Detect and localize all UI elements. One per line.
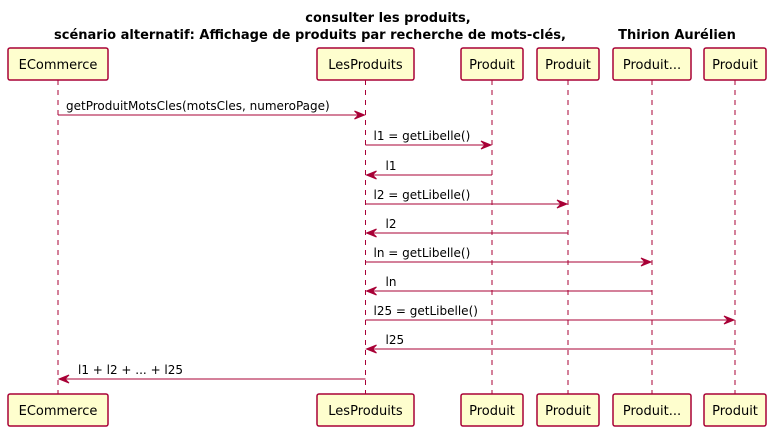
message-label: l2 [386,217,397,231]
diagram-title: consulter les produits, scénario alterna… [54,11,736,43]
title-author: Thirion Aurélien [618,28,736,43]
participant-produit1-top: Produit [460,47,524,81]
arrowhead [365,344,377,354]
message-label: ln = getLibelle() [374,246,471,260]
message-2: l1 = getLibelle() [365,129,493,150]
message-1: getProduitMotsCles(motsCles, numeroPage) [58,99,366,120]
arrowhead [723,315,736,325]
participant-box [7,393,109,427]
participant-box [460,393,524,427]
participant-label: ECommerce [19,58,98,73]
participant-box [7,47,109,81]
arrowhead [480,140,493,150]
message-label: l1 [386,159,397,173]
participant-label: Produit [712,58,758,73]
message-3: l1 [365,159,492,180]
participant-produit2-top: Produit [536,47,600,81]
message-label: l2 = getLibelle() [374,188,471,202]
participant-produit25-bottom: Produit [703,393,767,427]
message-6: ln = getLibelle() [365,246,653,267]
message-7: ln [365,275,652,296]
participant-label: Produit [545,58,591,73]
participant-box [316,393,415,427]
participant-box [703,47,767,81]
participant-label: Produit [469,58,515,73]
message-label: l1 = getLibelle() [374,129,471,143]
message-label: l25 = getLibelle() [374,304,478,318]
participant-produit25-top: Produit [703,47,767,81]
participant-label: Produit [712,404,758,419]
participant-label: LesProduits [328,58,403,73]
message-label: l1 + l2 + ... + l25 [78,363,183,377]
participant-box [612,393,692,427]
title-line-1: consulter les produits, [305,11,470,26]
participant-box [460,47,524,81]
participant-box [703,393,767,427]
message-label: ln [386,275,397,289]
participant-ecommerce-top: ECommerce [7,47,109,81]
title-line-2: scénario alternatif: Affichage de produi… [54,28,566,43]
participant-box [316,47,415,81]
lifelines [57,80,736,394]
participant-label: Produit [469,404,515,419]
participant-label: ECommerce [19,404,98,419]
arrowhead [556,199,569,209]
arrowhead [365,228,377,238]
arrowhead [365,286,377,296]
participant-produitn-bottom: Produit... [612,393,692,427]
message-label: getProduitMotsCles(motsCles, numeroPage) [66,99,330,113]
arrowhead [354,110,366,120]
participant-lesproduits-top: LesProduits [316,47,415,81]
participant-label: Produit... [623,404,681,419]
message-label: l25 [386,333,405,347]
participant-ecommerce-bottom: ECommerce [7,393,109,427]
participant-label: LesProduits [328,404,403,419]
message-10: l1 + l2 + ... + l25 [57,363,366,384]
participants-top: ECommerce LesProduits Produit Produit Produi… [7,47,767,81]
messages: getProduitMotsCles(motsCles, numeroPage)… [57,99,736,384]
participant-label: Produit... [623,58,681,73]
arrowhead [57,374,70,384]
arrowhead [365,170,377,180]
message-8: l25 = getLibelle() [365,304,736,325]
participant-label: Produit [545,404,591,419]
message-5: l2 [365,217,568,238]
participant-lesproduits-bottom: LesProduits [316,393,415,427]
message-9: l25 [365,333,735,354]
participant-box [612,47,692,81]
arrowhead [640,257,653,267]
participant-box [536,47,600,81]
participant-produit1-bottom: Produit [460,393,524,427]
participants-bottom: ECommerce LesProduits Produit Produit Produi… [7,393,767,427]
participant-produit2-bottom: Produit [536,393,600,427]
participant-produitn-top: Produit... [612,47,692,81]
message-4: l2 = getLibelle() [365,188,569,209]
participant-box [536,393,600,427]
